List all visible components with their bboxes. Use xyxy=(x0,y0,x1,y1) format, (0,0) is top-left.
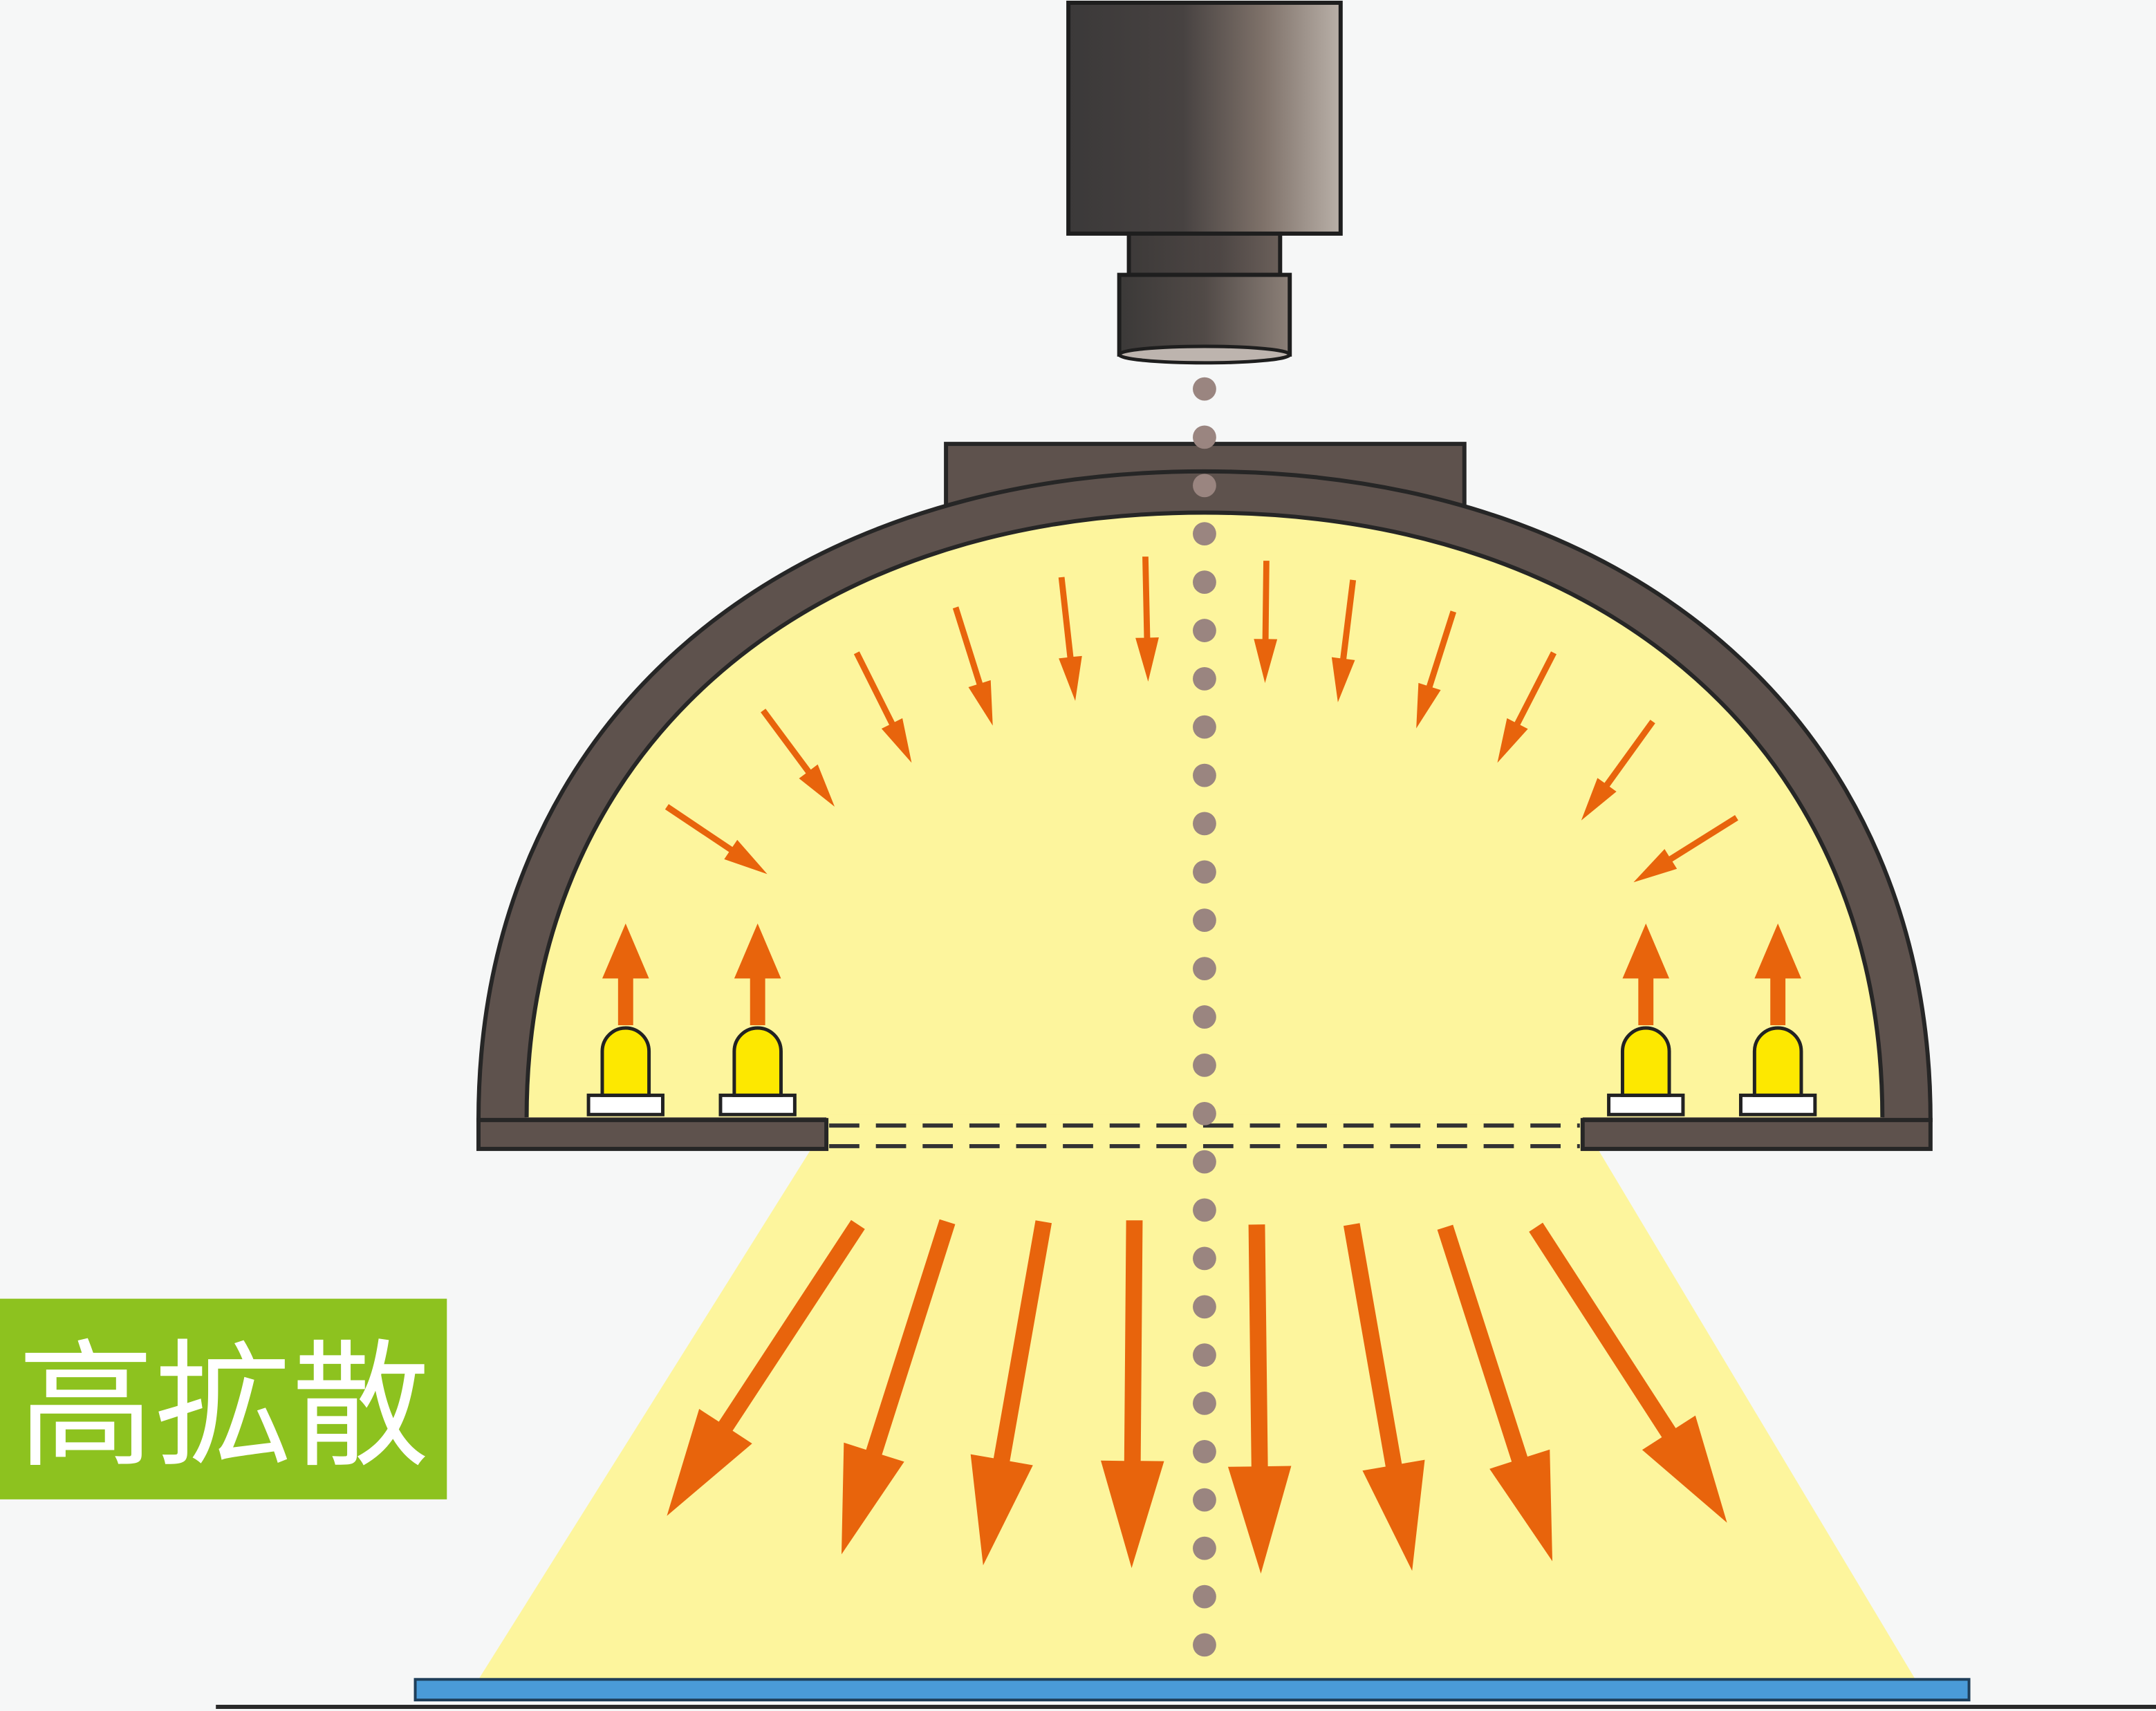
led xyxy=(1738,1026,1817,1116)
reflected-light-arrow xyxy=(1497,651,1557,763)
reflected-light-arrow xyxy=(665,804,768,875)
optical-axis-dot xyxy=(1193,377,1216,401)
optical-axis-dot xyxy=(1193,425,1216,449)
camera-lens-rim xyxy=(1117,344,1292,365)
reflected-light-arrow xyxy=(1581,720,1655,821)
diffused-light-arrow xyxy=(1101,1220,1164,1569)
reflected-light-arrow xyxy=(1416,610,1457,729)
optical-axis-dot xyxy=(1193,715,1216,739)
label-background xyxy=(0,1298,447,1499)
optical-axis-dot xyxy=(1193,1053,1216,1077)
optical-axis-dot xyxy=(1193,570,1216,594)
led-group xyxy=(586,1026,1817,1116)
diffused-light-arrow xyxy=(1437,1224,1553,1562)
led-emission-arrow xyxy=(734,923,781,1026)
optical-axis-dot xyxy=(1193,1295,1216,1319)
camera-mount xyxy=(1126,231,1283,277)
reflected-light-arrow xyxy=(1058,577,1082,701)
diffused-light-arrow xyxy=(1227,1224,1292,1574)
reflected-light-arrow xyxy=(853,651,912,763)
led-emission-arrow xyxy=(1754,923,1801,1026)
led-emission-arrows xyxy=(602,923,1801,1026)
optical-axis-dot xyxy=(1193,1005,1216,1029)
optical-axis-dot xyxy=(1193,1343,1216,1367)
led-base xyxy=(718,1093,797,1116)
optical-axis xyxy=(1193,377,1216,1657)
diffused-light-arrow xyxy=(667,1219,865,1516)
optical-axis-dot xyxy=(1193,1246,1216,1271)
optical-axis-dot xyxy=(1193,1150,1216,1174)
optical-axis-dot xyxy=(1193,619,1216,642)
reflected-light-arrow xyxy=(1254,561,1278,684)
led-emission-arrow xyxy=(602,923,649,1026)
reflected-light-arrow xyxy=(1633,815,1738,883)
led-body xyxy=(1620,1026,1671,1097)
camera-body xyxy=(1066,0,1343,236)
optical-axis-dot xyxy=(1193,1198,1216,1222)
optical-axis-dot xyxy=(1193,908,1216,933)
optical-axis-dot xyxy=(1193,666,1216,691)
led-base xyxy=(1607,1093,1685,1116)
diffused-light-arrow xyxy=(841,1219,956,1555)
reflected-light-arrow xyxy=(1331,579,1357,702)
reflected-light-arrow xyxy=(1135,557,1159,682)
led xyxy=(1607,1026,1685,1116)
diffused-light-arrow xyxy=(1529,1222,1727,1523)
led-body xyxy=(600,1026,651,1097)
diffused-light-arrows xyxy=(667,1219,1727,1574)
reflected-light-arrow xyxy=(952,606,993,726)
camera-lens xyxy=(1117,272,1292,357)
diffused-light-arrow xyxy=(1343,1223,1425,1571)
base-plate-right xyxy=(1580,1118,1933,1151)
optical-axis-dot xyxy=(1193,1584,1216,1609)
led-base xyxy=(586,1093,665,1116)
optical-axis-dot xyxy=(1193,860,1216,884)
optical-axis-dot xyxy=(1193,812,1216,836)
optical-axis-dot xyxy=(1193,1488,1216,1512)
workpiece xyxy=(413,1678,1971,1702)
optical-axis-dot xyxy=(1193,522,1216,546)
optical-axis-dot xyxy=(1193,763,1216,787)
optical-axis-dot xyxy=(1193,1392,1216,1415)
label-text: 高拡散 xyxy=(17,1326,430,1486)
led xyxy=(718,1026,797,1116)
led-body xyxy=(732,1026,783,1097)
optical-axis-dot xyxy=(1193,1536,1216,1560)
optical-axis-dot xyxy=(1193,474,1216,498)
optical-axis-dot xyxy=(1193,1633,1216,1657)
optical-axis-dot xyxy=(1193,957,1216,981)
diffusion-label: 高拡散 xyxy=(0,1298,447,1499)
led-emission-arrow xyxy=(1622,923,1670,1026)
base-plate-left xyxy=(476,1118,829,1151)
optical-axis-dot xyxy=(1193,1439,1216,1464)
light-cone xyxy=(478,1148,1916,1680)
diffused-light-arrow xyxy=(970,1220,1052,1566)
led-base xyxy=(1738,1093,1817,1116)
led xyxy=(586,1026,665,1116)
led-body xyxy=(1752,1026,1803,1097)
optical-axis-dot xyxy=(1193,1101,1216,1125)
camera xyxy=(1066,0,1343,365)
reflected-light-arrows xyxy=(665,557,1738,883)
dome-inner-edge xyxy=(524,510,1885,1118)
reflected-light-arrow xyxy=(761,709,835,807)
